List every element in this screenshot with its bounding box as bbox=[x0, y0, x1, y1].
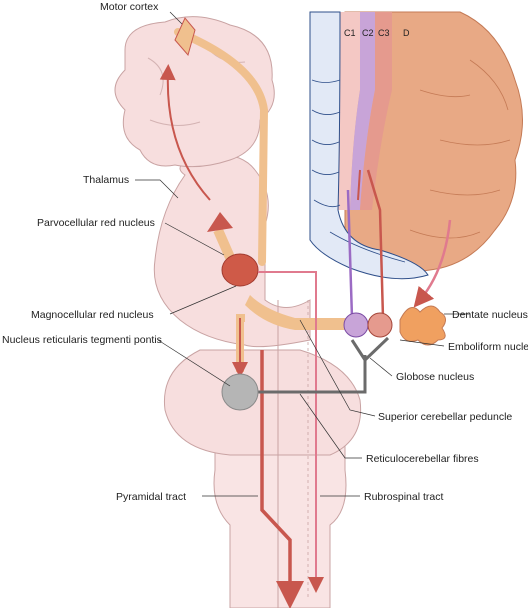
reticulocerebellar-branch bbox=[350, 336, 390, 362]
vermis-folium-2 bbox=[311, 109, 341, 115]
vermis-folium-4 bbox=[311, 169, 340, 175]
zone-label-c2: C2 bbox=[362, 28, 374, 38]
superior-cerebellar-peduncle bbox=[245, 295, 360, 330]
thalamocortical-tract bbox=[174, 28, 269, 266]
label-thalamus: Thalamus bbox=[83, 174, 129, 186]
zone-label-c3: C3 bbox=[378, 28, 390, 38]
dentate-nucleus bbox=[399, 305, 446, 346]
cerebellum-folia-2 bbox=[439, 139, 511, 146]
emboliform-nucleus bbox=[367, 312, 393, 338]
cerebrum-sulcus-3 bbox=[149, 119, 201, 126]
vermis-folium-6 bbox=[329, 231, 406, 263]
label-reticulocerebellar: Reticulocerebellar fibres bbox=[366, 453, 479, 465]
leader-magnocellular bbox=[169, 285, 237, 315]
label-motor-cortex: Motor cortex bbox=[100, 1, 159, 13]
label-magnocellular: Magnocellular red nucleus bbox=[31, 309, 154, 321]
purple-efferent bbox=[346, 189, 354, 319]
label-pyramidal: Pyramidal tract bbox=[116, 491, 186, 503]
efferent-wrap bbox=[357, 169, 361, 201]
zone-label-d: D bbox=[403, 28, 410, 38]
leader-parvocellular bbox=[164, 222, 225, 256]
cortical-red-tract bbox=[159, 64, 211, 201]
leader-motor-cortex bbox=[169, 11, 183, 25]
vermis-folium-1 bbox=[311, 79, 341, 83]
vermis-folium-3 bbox=[311, 139, 340, 145]
globose-nucleus bbox=[343, 312, 369, 338]
label-parvocellular: Parvocellular red nucleus bbox=[37, 217, 155, 229]
leader-reticularis bbox=[157, 339, 231, 387]
leader-reticulocerebellar bbox=[299, 393, 362, 459]
cerebellum-folia-3 bbox=[429, 189, 501, 196]
leader-thalamus bbox=[135, 179, 179, 199]
vermis-folium-5 bbox=[313, 199, 341, 208]
leader-lines bbox=[135, 11, 470, 497]
leader-superior-peduncle bbox=[299, 319, 376, 417]
rubrospinal-tract-line bbox=[258, 271, 324, 593]
motor-cortex-column bbox=[174, 17, 196, 57]
label-superior-peduncle: Superior cerebellar peduncle bbox=[378, 411, 512, 423]
zone-band-c3 bbox=[360, 12, 392, 210]
magnocellular-red-nucleus bbox=[221, 253, 259, 287]
label-emboliform: Emboliform nucleus bbox=[448, 341, 528, 353]
zone-label-c1: C1 bbox=[344, 28, 356, 38]
reticulocerebellar-fibres bbox=[258, 355, 367, 394]
cerebrum bbox=[114, 16, 275, 168]
label-rubrospinal: Rubrospinal tract bbox=[364, 491, 443, 503]
pyramidal-tract-line bbox=[260, 350, 304, 608]
zone-band-c1 bbox=[335, 12, 360, 210]
red-efferent bbox=[366, 169, 385, 319]
leader-emboliform bbox=[399, 339, 445, 347]
leader-globose bbox=[369, 357, 393, 377]
cerebellum-folia-1 bbox=[469, 59, 509, 111]
label-reticularis: Nucleus reticularis tegmenti pontis bbox=[2, 334, 162, 346]
cerebellum-folia-5 bbox=[419, 89, 471, 98]
label-dentate: Dentate nucleus bbox=[452, 309, 528, 321]
nucleus-reticularis-tegmenti-pontis bbox=[221, 373, 259, 411]
zone-band-c2 bbox=[350, 12, 375, 210]
parvocellular-thalamus-arrowhead bbox=[207, 212, 233, 232]
label-globose: Globose nucleus bbox=[396, 371, 474, 383]
pink-efferent-to-dentate bbox=[413, 219, 452, 308]
